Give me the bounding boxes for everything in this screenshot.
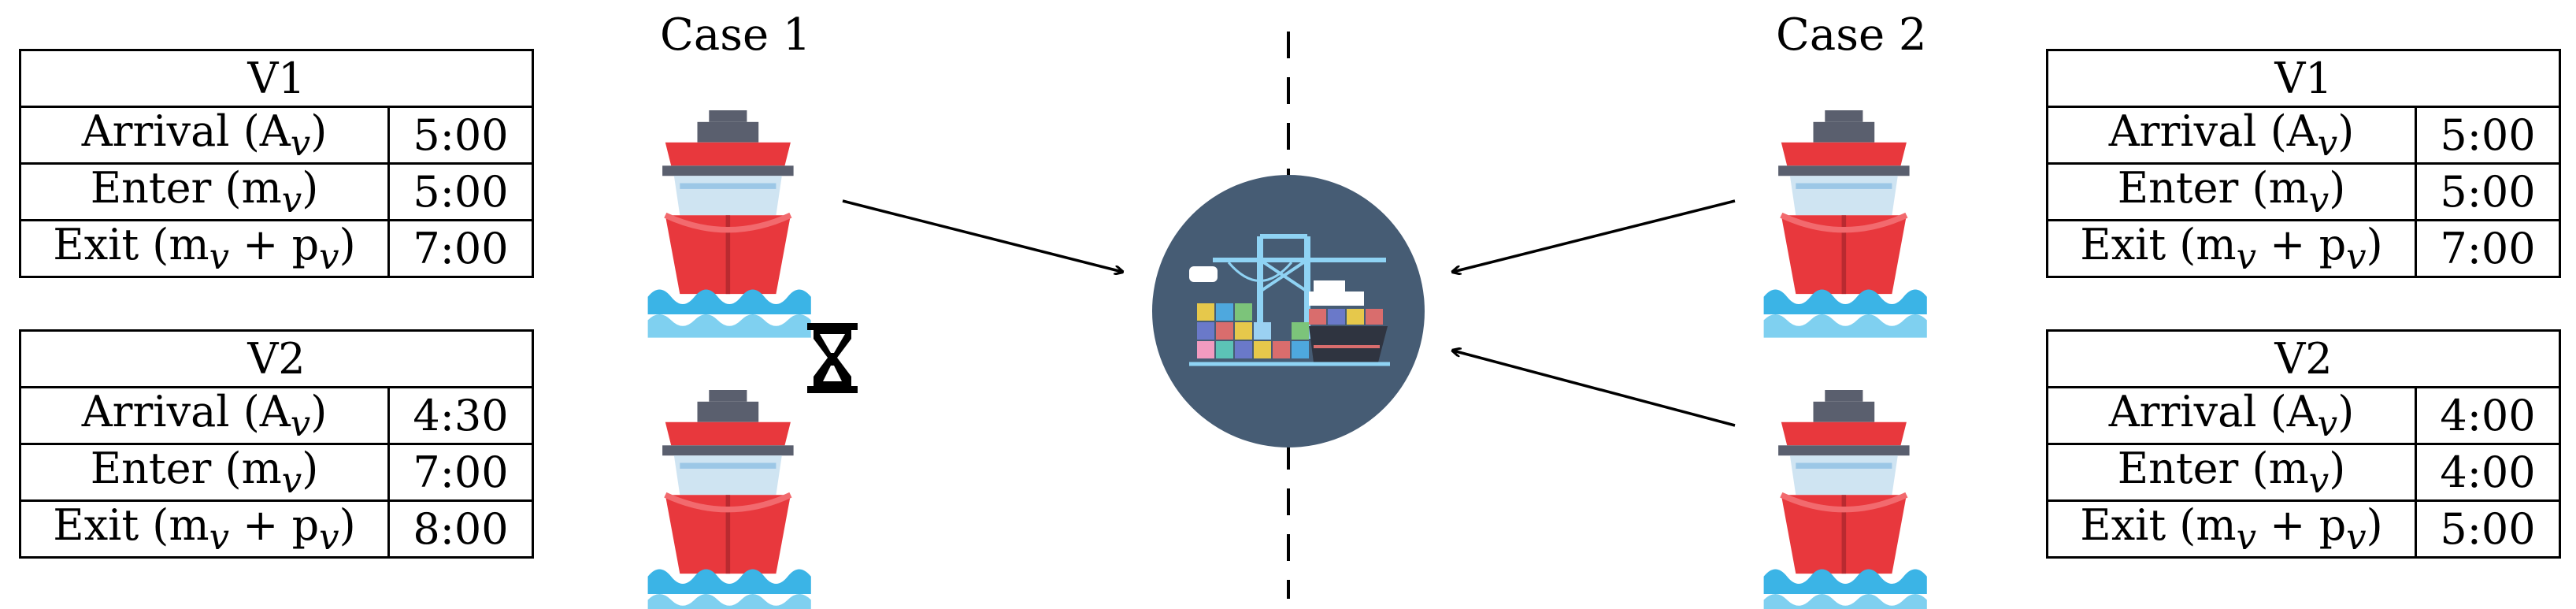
enter-label: Enter (mv): [2046, 162, 2417, 221]
arrival-value: 5:00: [387, 106, 534, 165]
case2-v1-table: V1 Arrival (Av)5:00 Enter (mv)5:00 Exit …: [2046, 49, 2561, 278]
arrival-label: Arrival (Av): [2046, 386, 2417, 445]
ship-icon: [1764, 390, 1927, 609]
ship-icon: [648, 390, 811, 609]
case-2-title: Case 2: [1776, 9, 1927, 61]
enter-value: 5:00: [387, 162, 534, 221]
case-1-title: Case 1: [660, 9, 811, 61]
table-header: V1: [19, 49, 534, 108]
arrival-value: 4:00: [2415, 386, 2561, 445]
enter-label: Enter (mv): [19, 162, 390, 221]
arrival-label: Arrival (Av): [19, 106, 390, 165]
table-header: V2: [19, 329, 534, 388]
arrival-label: Arrival (Av): [2046, 106, 2417, 165]
table-header: V2: [2046, 329, 2561, 388]
arrival-value: 4:30: [387, 386, 534, 445]
exit-value: 7:00: [387, 219, 534, 278]
exit-value: 7:00: [2415, 219, 2561, 278]
exit-value: 8:00: [387, 499, 534, 559]
exit-label: Exit (mv + pv): [19, 499, 390, 559]
exit-label: Exit (mv + pv): [19, 219, 390, 278]
arrival-value: 5:00: [2415, 106, 2561, 165]
arrow-case1-v1: [842, 199, 1122, 272]
ship-icon: [648, 110, 811, 338]
enter-value: 5:00: [2415, 162, 2561, 221]
arrow-case2-v2: [1453, 351, 1736, 427]
enter-label: Enter (mv): [19, 443, 390, 502]
enter-value: 7:00: [387, 443, 534, 502]
enter-label: Enter (mv): [2046, 443, 2417, 502]
exit-label: Exit (mv + pv): [2046, 219, 2417, 278]
enter-value: 4:00: [2415, 443, 2561, 502]
ship-icon: [1764, 110, 1927, 338]
table-header: V1: [2046, 49, 2561, 108]
port-icon: [1152, 175, 1425, 447]
arrow-case2-v1: [1453, 199, 1736, 272]
case2-v2-table: V2 Arrival (Av)4:00 Enter (mv)4:00 Exit …: [2046, 329, 2561, 559]
exit-value: 5:00: [2415, 499, 2561, 559]
exit-label: Exit (mv + pv): [2046, 499, 2417, 559]
case1-v1-table: V1 Arrival (Av)5:00 Enter (mv)5:00 Exit …: [19, 49, 534, 278]
hourglass-icon: [807, 323, 858, 393]
arrival-label: Arrival (Av): [19, 386, 390, 445]
case1-v2-table: V2 Arrival (Av)4:30 Enter (mv)7:00 Exit …: [19, 329, 534, 559]
